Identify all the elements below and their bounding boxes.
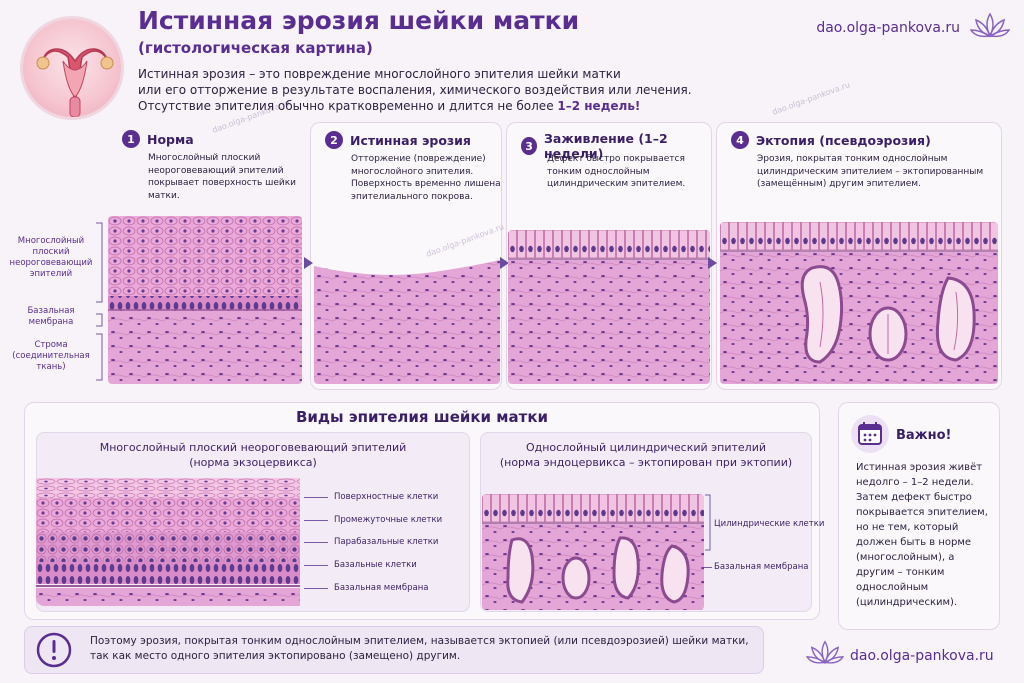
- page-title: Истинная эрозия шейки матки: [138, 6, 580, 35]
- footer-note: [24, 626, 764, 674]
- stage-title: Эктопия (псевдоэрозия): [756, 132, 931, 148]
- stage-number: 1: [122, 130, 140, 148]
- layer-label: Базальная мембрана: [714, 562, 809, 572]
- tissue-normal-svg: [108, 216, 302, 384]
- gland: [561, 556, 591, 600]
- tissue-erosion-svg: [314, 260, 500, 384]
- layer-label: Базальные клетки: [334, 560, 417, 570]
- stage-title: Норма: [147, 131, 194, 147]
- stage-number: 2: [325, 131, 343, 149]
- squamous-title: Многослойный плоский неороговевающий эпи…: [99, 441, 407, 469]
- side-label-stroma: Строма (соединительная ткань): [12, 340, 90, 372]
- tissue-normal: [108, 216, 302, 384]
- stage-number: 4: [731, 131, 749, 149]
- exclamation-icon: [36, 632, 72, 672]
- site-link[interactable]: dao.olga-pankova.ru: [816, 20, 960, 36]
- stage-number: 3: [521, 137, 538, 155]
- tissue-ectopy: [720, 222, 998, 384]
- columnar-title: Однослойный цилиндрический эпителий (нор…: [499, 441, 793, 469]
- tissue-healing-svg: [508, 230, 710, 384]
- gland: [506, 537, 535, 604]
- layer-label: Парабазальные клетки: [334, 537, 439, 547]
- stage-text: Эрозия, покрытая тонким однослойным цили…: [757, 154, 984, 189]
- squamous-tissue-svg: [36, 478, 300, 606]
- lotus-icon: [805, 638, 845, 674]
- stage-title: Заживление (1–2 недели): [544, 131, 668, 161]
- stage-text: Отторжение (повреждение) многослойного э…: [351, 154, 501, 202]
- arrow-right-icon: [708, 257, 717, 269]
- gland: [868, 306, 908, 362]
- stage-normal: 1 Норма Многослойный плоский неороговева…: [108, 122, 302, 390]
- tissue-healing: [508, 230, 710, 384]
- columnar-bracket: [705, 494, 711, 551]
- lotus-icon: [969, 10, 1011, 48]
- stage-title: Истинная эрозия: [350, 132, 471, 148]
- side-label-epithelium: Многослойный плоский неороговевающий эпи…: [9, 236, 93, 279]
- tissue-ectopy-svg: [720, 222, 998, 384]
- page-subtitle: (гистологическая картина): [138, 39, 373, 57]
- important-title: Важно!: [896, 428, 952, 443]
- layer-label: Цилиндрические клетки: [714, 519, 825, 529]
- layer-label: Базальная мембрана: [334, 583, 429, 593]
- columnar-tissue: [482, 494, 704, 610]
- stage-text: Многослойный плоский неороговевающий эпи…: [148, 153, 297, 201]
- gland: [612, 536, 640, 600]
- intro-text: Истинная эрозия – это повреждение многос…: [138, 67, 692, 113]
- footer-text: Поэтому эрозия, покрытая тонким однослой…: [90, 635, 749, 662]
- arrow-right-icon: [500, 257, 509, 269]
- squamous-tissue: [36, 478, 300, 606]
- epithelium-types-title: Виды эпителия шейки матки: [295, 408, 549, 426]
- stage-text: Дефект быстро покрывается тонким односло…: [547, 154, 686, 189]
- side-label-membrane: Базальная мембрана: [27, 306, 75, 327]
- columnar-tissue-svg: [482, 494, 704, 610]
- uterus-illustration: [20, 16, 124, 120]
- gland: [935, 276, 976, 362]
- layer-label: Поверхностные клетки: [334, 492, 439, 502]
- tissue-erosion: [314, 258, 500, 384]
- arrow-right-icon: [304, 257, 313, 269]
- side-bracket: [96, 222, 103, 381]
- important-text: Истинная эрозия живёт недолго – 1–2 неде…: [856, 462, 988, 608]
- watermark: dao.olga-pankova.ru: [770, 80, 852, 117]
- footer-site-link[interactable]: dao.olga-pankova.ru: [850, 648, 994, 664]
- gland: [660, 544, 690, 604]
- layer-label: Промежуточные клетки: [334, 515, 443, 525]
- calendar-icon: [850, 414, 890, 458]
- gland: [800, 265, 844, 364]
